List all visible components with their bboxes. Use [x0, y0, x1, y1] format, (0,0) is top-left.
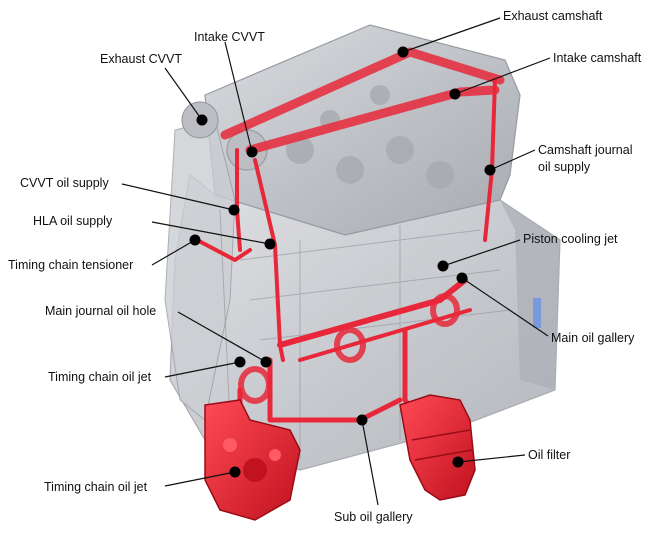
- label-timing-chain-tensioner: Timing chain tensioner: [8, 258, 134, 272]
- callout-dots: [189, 46, 496, 478]
- callout-dot: [196, 114, 208, 126]
- callout-dot: [356, 414, 368, 426]
- oil-pump-housing: [204, 399, 301, 521]
- label-sub-oil-gallery: Sub oil gallery: [334, 510, 413, 524]
- callout-dot: [260, 356, 272, 368]
- label-main-journal-oil-hole: Main journal oil hole: [45, 304, 157, 318]
- label-cvvt-oil-supply: CVVT oil supply: [20, 176, 109, 190]
- callout-dot: [189, 234, 201, 246]
- callout-dot: [484, 164, 496, 176]
- callout-dot: [456, 272, 468, 284]
- callout-dot: [228, 204, 240, 216]
- label-intake-cvvt: Intake CVVT: [194, 30, 265, 44]
- callout-dot: [437, 260, 449, 272]
- leader-lines: [121, 17, 551, 506]
- callout-dot: [234, 356, 246, 368]
- callout-dot: [246, 146, 258, 158]
- callout-dot: [452, 456, 464, 468]
- label-exhaust-cvvt: Exhaust CVVT: [100, 52, 182, 66]
- piston-rings: [238, 293, 460, 404]
- callout-dot: [264, 238, 276, 250]
- label-camshaft-journal-line2: oil supply: [538, 160, 591, 174]
- label-oil-filter: Oil filter: [528, 448, 571, 462]
- callout-dot: [229, 466, 241, 478]
- label-main-oil-gallery: Main oil gallery: [551, 331, 635, 345]
- label-piston-cooling-jet: Piston cooling jet: [523, 232, 618, 246]
- callout-dot: [449, 88, 461, 100]
- label-timing-chain-oil-jet-lower: Timing chain oil jet: [44, 480, 148, 494]
- label-intake-camshaft: Intake camshaft: [553, 51, 642, 65]
- label-timing-chain-oil-jet-upper: Timing chain oil jet: [48, 370, 152, 384]
- label-camshaft-journal-line1: Camshaft journal: [538, 143, 633, 157]
- oil-filter: [399, 394, 476, 501]
- callout-dot: [397, 46, 409, 58]
- label-hla-oil-supply: HLA oil supply: [33, 214, 113, 228]
- label-exhaust-camshaft: Exhaust camshaft: [503, 9, 603, 23]
